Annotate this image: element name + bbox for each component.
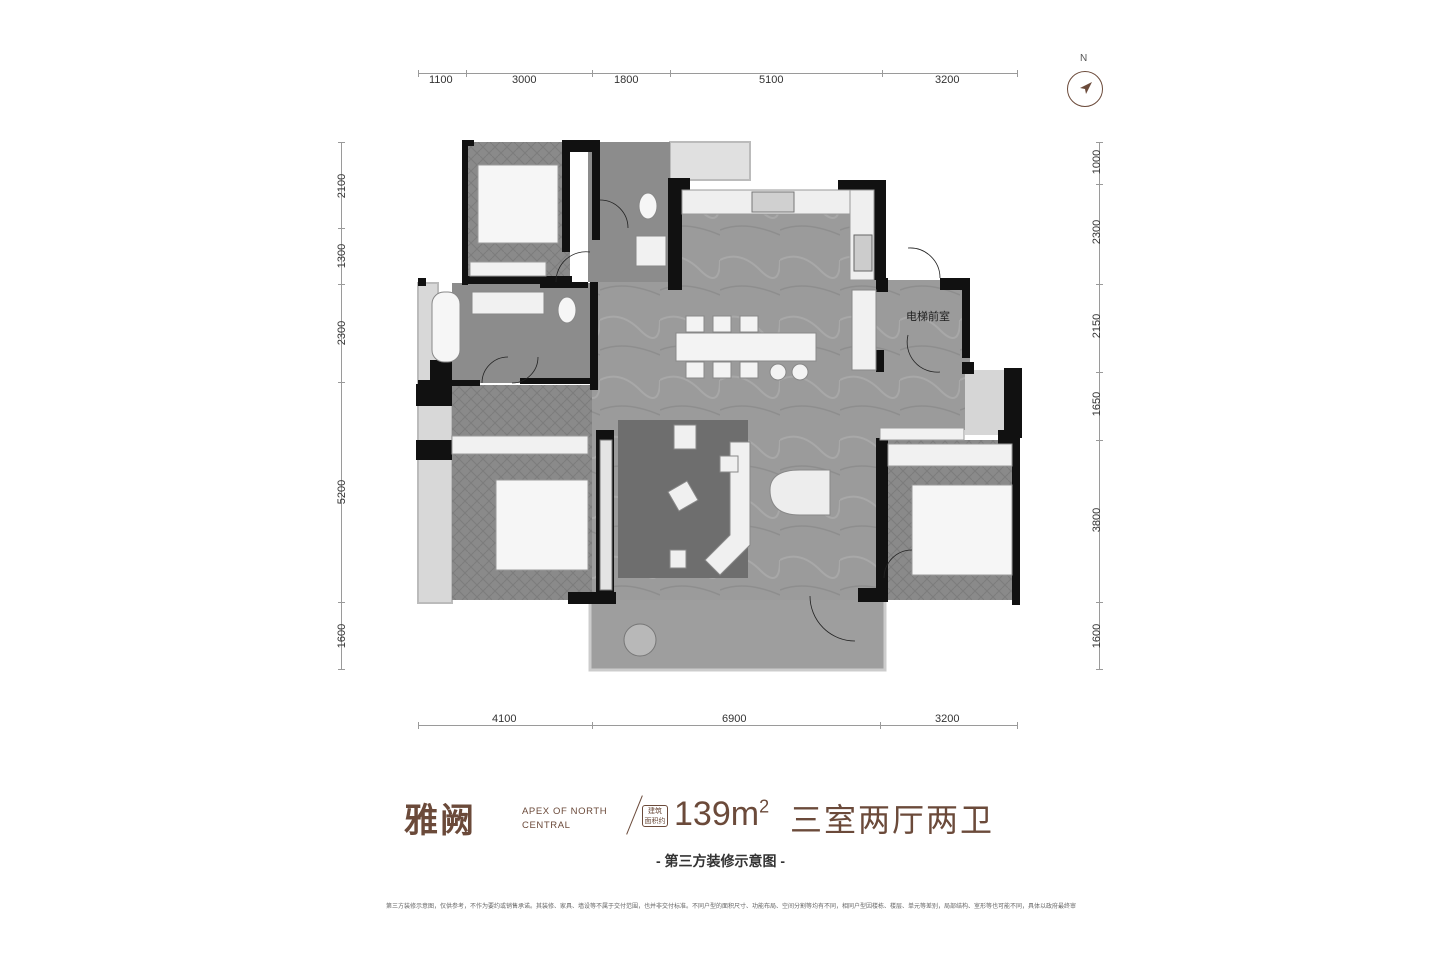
wardrobe-entry bbox=[879, 427, 965, 441]
bathtub bbox=[431, 291, 461, 363]
project-name: 雅阙 bbox=[404, 801, 476, 841]
project-english-line-1: APEX OF NORTH bbox=[522, 806, 608, 817]
dim-top-5: 3200 bbox=[935, 74, 960, 86]
dim-line-top bbox=[418, 73, 1017, 74]
dim-tick bbox=[880, 722, 881, 729]
dim-tick bbox=[338, 602, 345, 603]
compass-north-label: N bbox=[1080, 53, 1088, 64]
dim-line-right bbox=[1099, 142, 1100, 669]
disclaimer: 第三方装修示意图，仅供参考，不作为要约或销售承诺。其装修、家具、墙设等不属于交付… bbox=[386, 904, 1076, 910]
dim-bottom-3: 3200 bbox=[935, 713, 960, 725]
doors bbox=[481, 199, 941, 642]
toilet-1 bbox=[638, 192, 658, 220]
dim-bottom-2: 6900 bbox=[722, 713, 747, 725]
dim-right-5: 3800 bbox=[1091, 507, 1104, 533]
dim-tick bbox=[882, 70, 883, 77]
dim-left-4: 5200 bbox=[336, 479, 349, 505]
dim-line-left bbox=[341, 142, 342, 669]
vanity-double bbox=[471, 291, 545, 315]
dim-tick bbox=[338, 669, 345, 670]
dim-tick bbox=[1096, 440, 1103, 441]
badge-line-2: 面积约 bbox=[644, 818, 666, 825]
dim-tick bbox=[418, 70, 419, 77]
dim-top-1: 1100 bbox=[429, 74, 453, 86]
toilet-2 bbox=[557, 296, 577, 324]
dim-top-3: 1800 bbox=[614, 74, 639, 86]
coffee-table-1 bbox=[667, 480, 699, 512]
dim-tick bbox=[1096, 184, 1103, 185]
dim-top-4: 5100 bbox=[759, 74, 784, 86]
armchair bbox=[673, 424, 697, 450]
floor-area-value: 139m bbox=[674, 795, 760, 833]
dining-chairs bbox=[685, 315, 809, 381]
dim-tick bbox=[1096, 602, 1103, 603]
dim-top-2: 3000 bbox=[512, 74, 537, 86]
fridge-cabinet bbox=[851, 289, 877, 371]
dim-tick bbox=[592, 722, 593, 729]
dim-left-5: 1600 bbox=[336, 623, 349, 649]
dim-tick bbox=[338, 142, 345, 143]
side-stool bbox=[719, 455, 739, 473]
dim-line-bottom bbox=[418, 725, 1017, 726]
entry-floor bbox=[880, 280, 970, 430]
dim-tick bbox=[592, 70, 593, 77]
bed-east bbox=[911, 484, 1013, 576]
dim-right-4: 1650 bbox=[1091, 391, 1104, 417]
dim-left-1: 2100 bbox=[336, 173, 349, 199]
dim-tick bbox=[670, 70, 671, 77]
room-label-elevator-lobby: 电梯前室 bbox=[906, 311, 950, 323]
project-english-line-2: CENTRAL bbox=[522, 820, 571, 831]
floor-area: 139m2 bbox=[674, 795, 769, 834]
compass-icon bbox=[1067, 71, 1103, 107]
dim-left-3: 2300 bbox=[336, 320, 349, 346]
sofa bbox=[704, 441, 751, 576]
stove bbox=[853, 234, 873, 272]
dim-right-3: 2150 bbox=[1091, 313, 1104, 339]
badge-line-1: 建筑 bbox=[648, 808, 662, 815]
tv-cabinet bbox=[599, 439, 613, 591]
dim-tick bbox=[338, 284, 345, 285]
dim-tick bbox=[1096, 372, 1103, 373]
project-english-name: APEX OF NORTH CENTRAL bbox=[522, 805, 612, 833]
plant bbox=[623, 623, 657, 657]
dim-left-2: 1300 bbox=[336, 243, 349, 269]
dim-tick bbox=[338, 228, 345, 229]
balcony-west bbox=[417, 383, 453, 604]
coffee-table-2 bbox=[669, 549, 687, 569]
dim-tick bbox=[1096, 284, 1103, 285]
dim-tick bbox=[1017, 70, 1018, 77]
dim-right-1: 1000 bbox=[1091, 149, 1104, 175]
wardrobe-north bbox=[469, 261, 547, 277]
dim-tick bbox=[1096, 669, 1103, 670]
unit-layout: 三室两厅两卫 bbox=[790, 802, 995, 838]
dim-tick bbox=[1017, 722, 1018, 729]
dim-tick bbox=[418, 722, 419, 729]
area-badge: 建筑 面积约 bbox=[642, 805, 668, 827]
bed-west bbox=[495, 479, 589, 571]
dim-tick bbox=[338, 382, 345, 383]
sink bbox=[751, 191, 795, 213]
bed-north bbox=[477, 164, 559, 244]
vanity-1 bbox=[635, 235, 667, 267]
wardrobe-east bbox=[887, 443, 1013, 467]
balcony-north bbox=[669, 141, 751, 181]
piano bbox=[769, 469, 831, 516]
subtitle: - 第三方装修示意图 - bbox=[655, 853, 786, 869]
dim-bottom-1: 4100 bbox=[492, 713, 517, 725]
dim-tick bbox=[466, 70, 467, 77]
dim-right-2: 2300 bbox=[1091, 219, 1104, 245]
dining-table bbox=[675, 332, 817, 362]
dim-tick bbox=[1096, 142, 1103, 143]
dim-right-6: 1600 bbox=[1091, 623, 1104, 649]
wardrobe-west bbox=[451, 435, 589, 455]
floor-area-unit-sup: 2 bbox=[759, 796, 770, 817]
